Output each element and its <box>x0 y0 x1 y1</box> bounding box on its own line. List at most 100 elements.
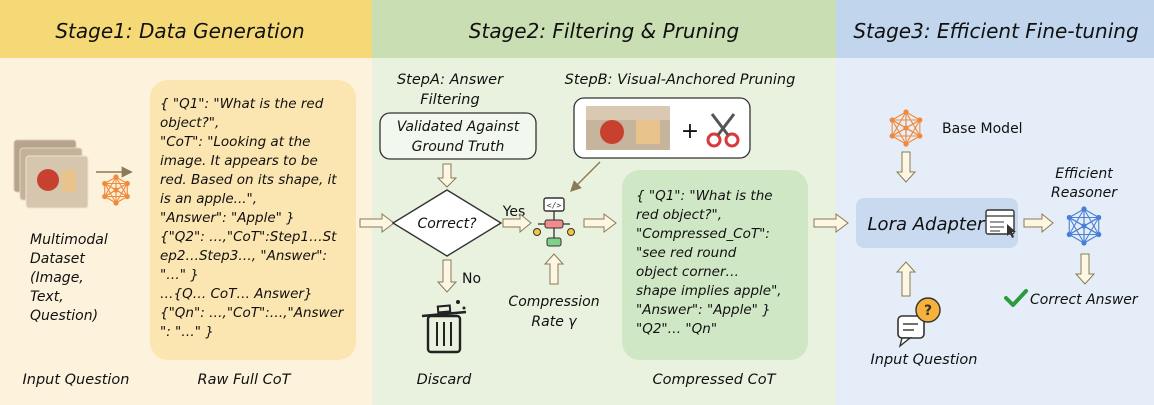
compressed-cot-line: "Compressed_CoT": <box>636 226 770 242</box>
lora-adapter-box <box>856 198 1018 248</box>
network-edge <box>905 135 921 145</box>
svg-text:</>: </> <box>547 201 562 210</box>
network-node <box>1096 214 1102 221</box>
network-edge <box>1069 208 1085 218</box>
network-node <box>113 187 119 193</box>
decision-label: Correct? <box>417 216 477 232</box>
network-node <box>917 117 923 123</box>
scissors-icon <box>706 113 740 148</box>
input-dataset-label-line: Question) <box>30 308 98 324</box>
small-arrow-pruning <box>570 161 601 192</box>
flowchart-icon: </> <box>533 197 575 247</box>
network-edge <box>1069 234 1085 244</box>
network-edge <box>1069 225 1085 235</box>
arrow-no <box>436 259 458 293</box>
validated-line1: Validated Against <box>397 119 520 135</box>
raw-cot-text: { "Q1": "What is the red object?", "CoT": … <box>160 96 345 340</box>
arrow-base-to-lora <box>895 151 917 183</box>
question-chat-icon: ? <box>897 297 941 348</box>
caption-input-question: Input Question <box>22 372 129 388</box>
raw-cot-line: …{Q… CoT… Answer} <box>160 286 313 302</box>
arrow-validated-to-decision <box>436 163 458 188</box>
caption-compressed-cot: Compressed CoT <box>653 372 777 388</box>
stage2-header <box>372 0 836 58</box>
network-node <box>917 133 923 139</box>
network-node <box>1081 223 1087 229</box>
compression-line1: Compression <box>508 294 599 310</box>
compressed-cot-line: "see red round <box>636 245 737 261</box>
network-edge <box>891 119 907 129</box>
raw-cot-box <box>150 80 356 360</box>
validated-line2: Ground Truth <box>412 139 505 155</box>
compressed-cot-box <box>622 170 808 360</box>
base-model-network-icon <box>889 109 923 147</box>
trash-icon <box>421 300 467 354</box>
raw-cot-line: {"Qn": …,"CoT":…,"Answer <box>160 305 345 321</box>
network-edge <box>891 111 907 121</box>
discard-label: Discard <box>417 372 473 388</box>
lora-adapter-label: Lora Adapter <box>868 214 987 235</box>
raw-cot-line: ep2…Step3…, "Answer": <box>160 248 327 264</box>
validated-box <box>379 112 537 160</box>
network-edge <box>891 127 907 137</box>
compressed-cot-line: "Answer": "Apple" } <box>636 302 771 318</box>
yes-label: Yes <box>502 204 526 220</box>
input-dataset-label-line: Multimodal <box>30 232 108 248</box>
compressed-cot-line: object corner… <box>636 264 739 280</box>
network-node <box>102 180 108 187</box>
raw-cot-line: red. Based on its shape, it <box>160 172 337 188</box>
compressed-cot-line: { "Q1": "What is the <box>636 188 773 204</box>
compressed-cot-line: shape implies apple", <box>636 283 782 299</box>
efficient-line1: Efficient <box>1055 166 1113 182</box>
network-edge <box>1083 217 1099 227</box>
network-node <box>1096 231 1102 238</box>
stage3-title: Stage3: Efficient Fine-tuning <box>853 19 1138 43</box>
raw-cot-line: "CoT": "Looking at the <box>160 134 310 150</box>
svg-text:?: ? <box>924 303 932 319</box>
network-node <box>124 193 130 200</box>
network-edge <box>905 111 921 121</box>
compressed-cot-line: red object?", <box>636 207 722 223</box>
raw-cot-line: {"Q2": …,"CoT":Step1…St <box>160 229 337 245</box>
raw-cot-line: "…" } <box>160 267 199 283</box>
arrow-compression-up <box>543 253 565 285</box>
raw-cot-line: { "Q1": "What is the red <box>160 96 324 112</box>
arrow-yes <box>502 212 532 234</box>
block-arrow-1 <box>359 213 395 233</box>
compressed-cot-line: "Q2"… "Qn" <box>636 321 717 337</box>
network-node <box>903 141 909 147</box>
caption-raw-cot: Raw Full CoT <box>198 372 292 388</box>
plus-sign: + <box>681 119 699 144</box>
network-node <box>903 125 909 131</box>
input-dataset-label-line: Dataset <box>30 251 85 267</box>
network-node <box>124 180 130 187</box>
apple-image-icon <box>586 106 670 150</box>
stage3-header <box>836 0 1154 58</box>
stage1-title: Stage1: Data Generation <box>55 19 304 43</box>
input-question-label: Input Question <box>870 352 977 368</box>
decision-diamond <box>391 189 503 257</box>
network-node <box>889 117 895 123</box>
network-node <box>1081 206 1087 212</box>
block-arrow-2 <box>813 213 849 233</box>
network-node <box>102 193 108 200</box>
network-node <box>1066 214 1072 221</box>
stage2-title: Stage2: Filtering & Pruning <box>469 19 739 43</box>
image-stack-icon <box>13 139 89 209</box>
stepA-title-line2: Filtering <box>420 92 479 108</box>
compression-line2: Rate γ <box>531 314 577 330</box>
raw-cot-line: is an apple...", <box>160 191 257 207</box>
network-edge <box>1083 234 1099 244</box>
correct-answer-label: Correct Answer <box>1030 292 1139 308</box>
network-edge <box>1083 225 1099 235</box>
compressed-cot-text: { "Q1": "What is the red object?", "Compre… <box>636 188 782 337</box>
network-node <box>113 174 119 180</box>
neural-network-icon <box>102 174 130 206</box>
network-node <box>889 133 895 139</box>
raw-cot-line: object?", <box>160 115 219 131</box>
check-icon <box>1004 289 1028 307</box>
stage1-header <box>0 0 372 58</box>
